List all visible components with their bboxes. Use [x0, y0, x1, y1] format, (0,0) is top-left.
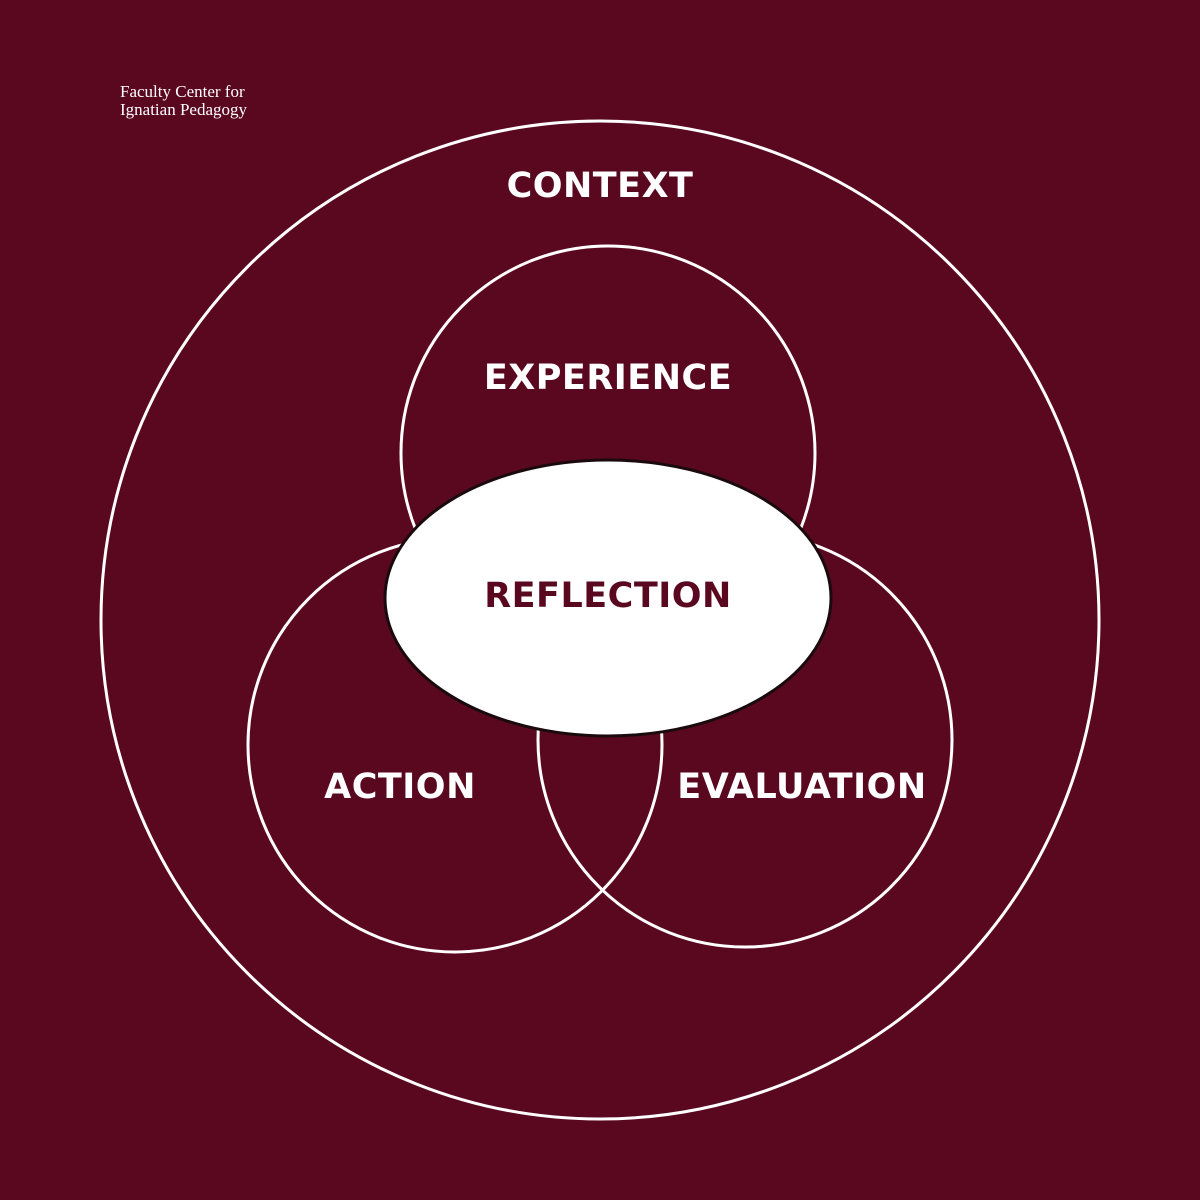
action-label: ACTION	[324, 767, 476, 807]
organization-name-line-2: Ignatian Pedagogy	[120, 100, 247, 119]
context-circle	[99, 119, 1101, 1121]
reflection-ellipse	[383, 458, 833, 738]
context-label: CONTEXT	[507, 166, 694, 206]
organization-name: Faculty Center for Ignatian Pedagogy	[120, 83, 247, 119]
evaluation-label: EVALUATION	[677, 767, 926, 807]
organization-name-line-1: Faculty Center for	[120, 82, 245, 101]
experience-label: EXPERIENCE	[484, 358, 732, 398]
reflection-label: REFLECTION	[484, 576, 732, 616]
